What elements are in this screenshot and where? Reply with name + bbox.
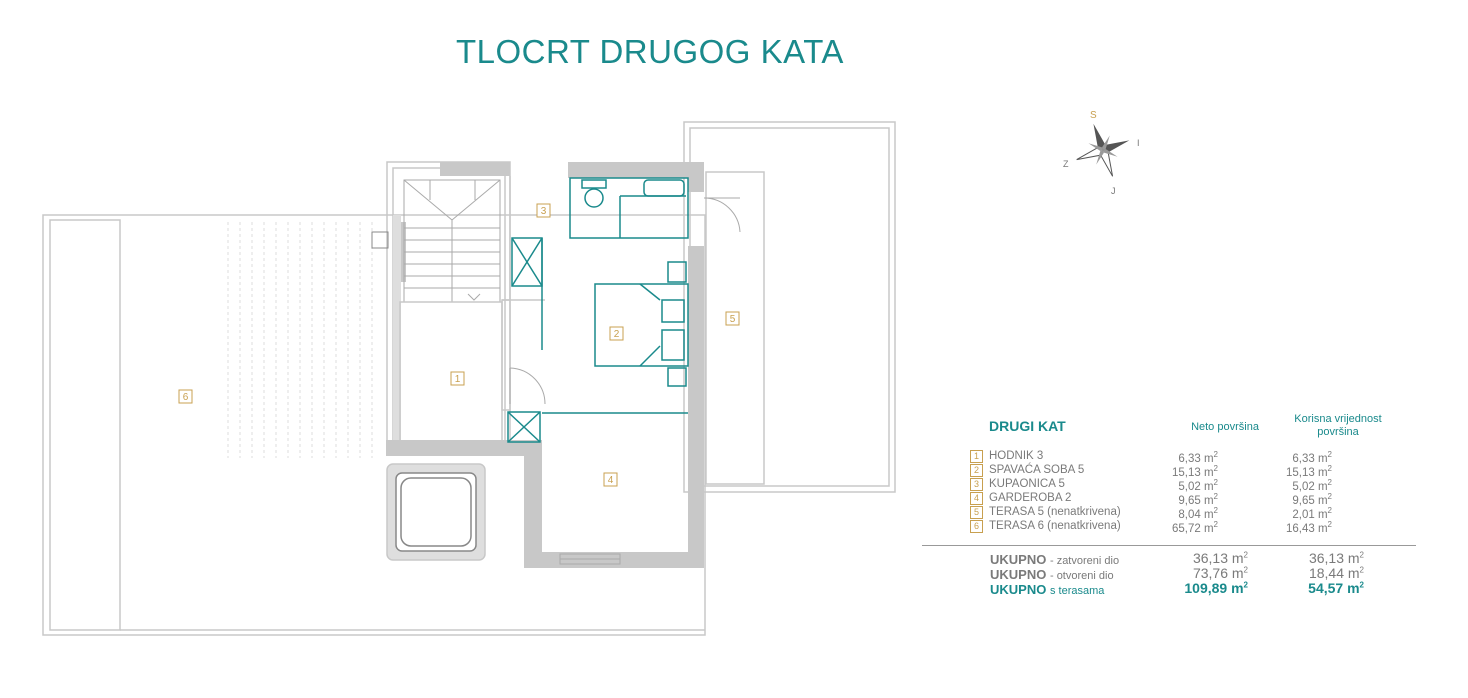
room-label-6: 6 — [178, 389, 193, 404]
row-name: TERASA 5 (nenatkrivena) — [989, 506, 1121, 518]
col-header-korisna: Korisna vrijednost površina — [1283, 413, 1393, 439]
compass-label-i: I — [1137, 138, 1140, 148]
row-neto: 6,33 m2 — [1178, 450, 1218, 465]
bed — [594, 261, 689, 387]
room-label-5: 5 — [725, 311, 740, 326]
row-neto: 15,13 m2 — [1171, 464, 1218, 479]
row-neto: 65,72 m2 — [1171, 520, 1218, 535]
row-korisna: 15,13 m2 — [1285, 464, 1332, 479]
table-heading: DRUGI KAT — [989, 418, 1066, 434]
table-divider — [922, 545, 1416, 546]
svg-text:5: 5 — [730, 314, 736, 325]
room-label-2: 2 — [609, 326, 624, 341]
total-terraces-korisna: 54,57 m2 — [1308, 580, 1364, 596]
window-4 — [559, 553, 621, 565]
chimney — [371, 231, 389, 249]
row-name: KUPAONICA 5 — [989, 478, 1065, 490]
row-korisna: 16,43 m2 — [1285, 520, 1332, 535]
doors — [509, 197, 741, 405]
total-open-neto: 73,76 m2 — [1192, 565, 1248, 581]
row-name: GARDEROBA 2 — [989, 492, 1072, 504]
terrace-5 — [683, 121, 896, 493]
row-number: 6 — [970, 520, 983, 533]
wall-band — [393, 215, 401, 440]
svg-text:4: 4 — [608, 475, 614, 486]
row-number: 5 — [970, 506, 983, 519]
row-number: 4 — [970, 492, 983, 505]
row-korisna: 5,02 m2 — [1292, 478, 1332, 493]
svg-text:1: 1 — [455, 374, 461, 385]
wardrobes — [507, 237, 688, 443]
total-terraces-neto: 109,89 m2 — [1184, 580, 1248, 596]
row-korisna: 6,33 m2 — [1292, 450, 1332, 465]
row-neto: 8,04 m2 — [1178, 506, 1218, 521]
compass-rose-icon: S I J Z — [1063, 110, 1140, 196]
hall-walls — [399, 176, 545, 443]
room-label-4: 4 — [603, 472, 618, 487]
svg-text:6: 6 — [183, 392, 189, 403]
total-row-with-terraces: UKUPNO s terasama — [990, 582, 1105, 597]
row-korisna: 2,01 m2 — [1292, 506, 1332, 521]
total-row-closed: UKUPNO - zatvoreni dio — [990, 552, 1120, 567]
terrace-6 — [42, 214, 706, 636]
outer-walls — [386, 161, 511, 453]
staircase — [403, 179, 501, 303]
deck-slats — [227, 222, 373, 458]
compass-label-j: J — [1111, 186, 1116, 196]
svg-text:3: 3 — [541, 206, 547, 217]
col-header-korisna-line2: površina — [1317, 426, 1359, 438]
hot-tub — [386, 463, 486, 561]
total-row-open: UKUPNO - otvoreni dio — [990, 567, 1114, 582]
room-labels: 1 2 3 4 5 6 — [178, 203, 740, 487]
col-header-neto: Neto površina — [1191, 421, 1259, 433]
row-korisna: 9,65 m2 — [1292, 492, 1332, 507]
room-label-3: 3 — [536, 203, 551, 218]
svg-text:2: 2 — [614, 329, 620, 340]
row-number: 1 — [970, 450, 983, 463]
row-neto: 9,65 m2 — [1178, 492, 1218, 507]
row-name: SPAVAĆA SOBA 5 — [989, 464, 1085, 476]
row-number: 3 — [970, 478, 983, 491]
total-closed-korisna: 36,13 m2 — [1308, 550, 1364, 566]
compass-label-s: S — [1090, 110, 1097, 121]
total-open-korisna: 18,44 m2 — [1308, 565, 1364, 581]
compass-label-z: Z — [1063, 159, 1069, 169]
row-name: TERASA 6 (nenatkrivena) — [989, 520, 1121, 532]
bathroom — [569, 177, 689, 239]
row-name: HODNIK 3 — [989, 450, 1044, 462]
total-closed-neto: 36,13 m2 — [1192, 550, 1248, 566]
row-number: 2 — [970, 464, 983, 477]
page-title: TLOCRT DRUGOG KATA — [456, 33, 844, 70]
room-label-1: 1 — [450, 371, 465, 386]
row-neto: 5,02 m2 — [1178, 478, 1218, 493]
col-header-korisna-line1: Korisna vrijednost — [1294, 413, 1382, 425]
